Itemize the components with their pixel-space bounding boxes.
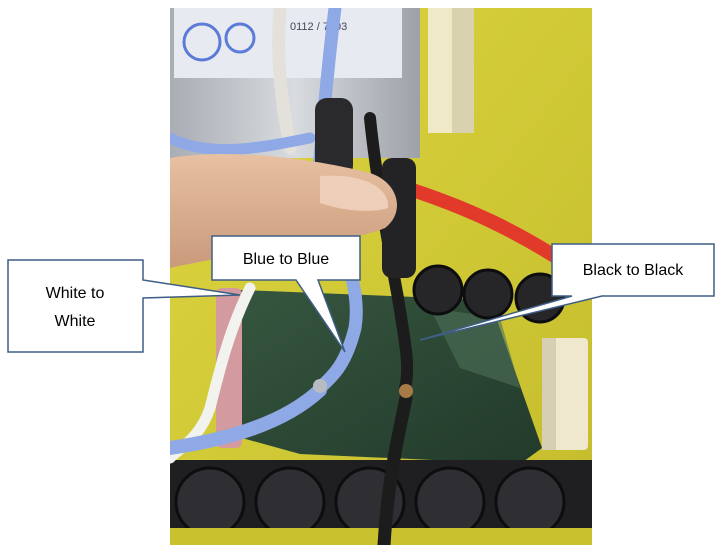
board-shine xyxy=(430,308,520,388)
callout-black: Black to Black xyxy=(419,243,715,341)
wiring-photo-illustration: 0112 / 7603 xyxy=(170,8,592,545)
blue-wire-loop xyxy=(170,132,316,155)
callout-blue: Blue to Blue xyxy=(211,235,361,353)
blue-wire-bottom xyxy=(170,383,327,455)
black-solder-joint xyxy=(399,384,413,398)
callout-white-line2: White xyxy=(55,313,96,330)
connector-strip-shade xyxy=(452,8,474,133)
black-wire-lower xyxy=(377,391,413,545)
photo: 0112 / 7603 xyxy=(170,8,592,545)
sticker-stamp xyxy=(224,22,256,54)
side-connector-shade xyxy=(542,338,556,450)
callout-white: White to White xyxy=(7,259,241,353)
callout-blue-box xyxy=(211,235,361,353)
callout-black-text: Black to Black xyxy=(583,262,684,279)
black-wire xyxy=(364,112,414,394)
sticker-stamp xyxy=(182,22,222,62)
callout-black-box xyxy=(419,243,715,341)
callout-blue-text: Blue to Blue xyxy=(243,251,329,268)
callout-white-box xyxy=(7,259,241,353)
thumbnail xyxy=(320,175,389,211)
heat-shrink-upper xyxy=(315,98,353,178)
blue-solder-joint xyxy=(313,379,327,393)
module-sticker xyxy=(174,8,402,78)
callout-white-line1: White to xyxy=(46,285,105,302)
